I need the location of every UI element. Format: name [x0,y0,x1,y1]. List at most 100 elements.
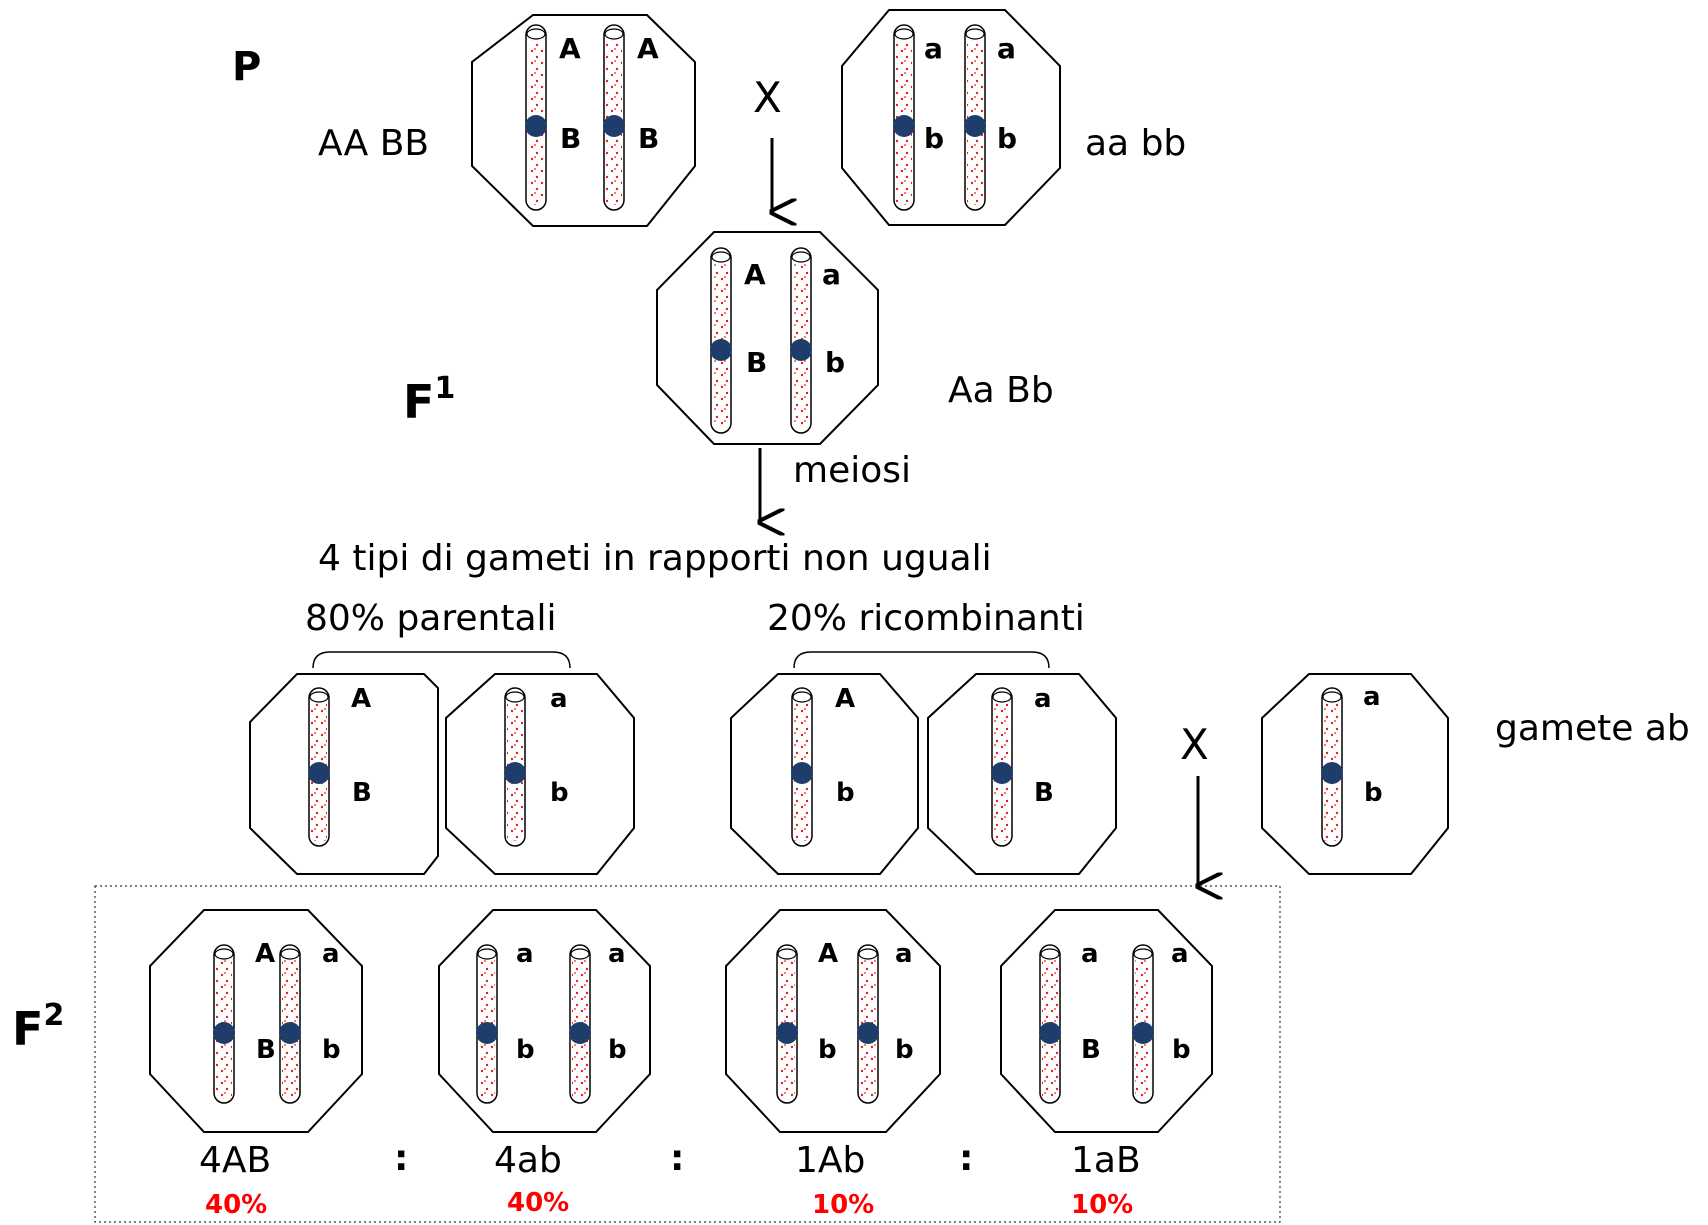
allele-label: a [516,939,534,969]
offspring-percent: 40% [507,1188,569,1218]
chromosome [525,24,547,211]
allele-label: B [352,778,372,808]
allele-label: b [895,1035,914,1065]
parent-cell-2: a a b b [841,9,1061,226]
allele-label: B [638,122,659,155]
generation-f2-label: F2 [12,998,64,1056]
allele-label: b [608,1035,627,1065]
centromere [279,1022,301,1044]
allele-label: B [560,122,581,155]
parent-cell-1: A A B B [471,14,696,227]
offspring-ratio: 1aB [1071,1140,1141,1181]
chromosome [476,944,498,1104]
chromosome [857,944,879,1104]
centromere [1039,1022,1061,1044]
centromere [1132,1022,1154,1044]
allele-label: A [351,684,371,714]
allele-label: a [608,939,626,969]
allele-label: a [924,32,943,65]
chromosome [991,687,1013,847]
centromere [603,115,625,137]
cell-outline [841,9,1061,226]
chromosome [1039,944,1061,1104]
generation-p-label: P [232,44,261,90]
gametes-heading: 4 tipi di gameti in rapporti non uguali [318,538,992,579]
centromere [569,1022,591,1044]
ratio-separator: : [670,1138,684,1179]
f1-genotype: Aa Bb [948,370,1054,411]
allele-label: a [1171,939,1189,969]
group-label-recombinant: 20% ricombinanti [767,598,1085,639]
chromosome [776,944,798,1104]
chromosome [1321,687,1343,847]
ratio-separator: : [959,1138,973,1179]
cross-symbol: X [753,73,782,122]
cell-outline [445,673,635,875]
ratio-separator: : [394,1138,408,1179]
cell-outline [730,673,919,875]
gamete-cell-3: A b [730,673,919,875]
cell-outline [149,909,363,1133]
offspring-cell-3: A a b b [725,909,941,1133]
offspring-cell-4: a a B b [1000,909,1213,1133]
gamete-cell-2: a b [445,673,635,875]
centromere [1321,762,1343,784]
centromere [504,762,526,784]
centromere [213,1022,235,1044]
test-cross-symbol: X [1180,720,1209,769]
brace-recombinant [793,651,1050,669]
allele-label: a [895,939,913,969]
chromosome [1132,944,1154,1104]
allele-label: B [1081,1035,1101,1065]
offspring-percent: 10% [812,1190,874,1220]
allele-label: b [836,778,855,808]
centromere [476,1022,498,1044]
brace-parental [312,651,571,669]
allele-label: b [825,346,845,379]
allele-label: b [1364,778,1383,808]
chromosome [710,247,732,434]
cell-outline [1261,673,1449,875]
allele-label: b [1172,1035,1191,1065]
chromosome [308,687,330,847]
allele-label: A [744,258,766,291]
allele-label: A [559,32,581,65]
allele-label: a [997,32,1016,65]
offspring-percent: 40% [205,1190,267,1220]
cell-outline [927,673,1117,875]
offspring-cell-1: A a B b [149,909,363,1133]
allele-label: b [322,1035,341,1065]
group-label-parental: 80% parentali [305,598,557,639]
chromosome [964,24,986,211]
test-gamete-cell: a b [1261,673,1449,875]
allele-label: a [1363,682,1381,712]
offspring-ratio: 4AB [199,1140,271,1181]
centromere [710,339,732,361]
gamete-cell-1: A B [249,673,439,875]
chromosome [279,944,301,1104]
centromere [776,1022,798,1044]
allele-label: B [256,1035,276,1065]
offspring-cell-2: a a b b [438,909,651,1133]
parent-2-genotype: aa bb [1085,123,1186,164]
allele-label: b [550,778,569,808]
allele-label: a [322,939,340,969]
centromere [791,762,813,784]
centromere [525,115,547,137]
allele-label: b [997,122,1017,155]
meiosis-label: meiosi [793,450,911,491]
chromosome [504,687,526,847]
generation-f1-label: F1 [403,371,455,429]
allele-label: A [835,684,855,714]
allele-label: a [1081,939,1099,969]
centromere [790,339,812,361]
test-gamete-label: gamete ab [1495,708,1690,749]
centromere [857,1022,879,1044]
chromosome [791,687,813,847]
allele-label: A [255,939,275,969]
offspring-ratio: 4ab [494,1140,562,1181]
allele-label: a [550,684,568,714]
allele-label: b [818,1035,837,1065]
chromosome [569,944,591,1104]
allele-label: a [1034,684,1052,714]
